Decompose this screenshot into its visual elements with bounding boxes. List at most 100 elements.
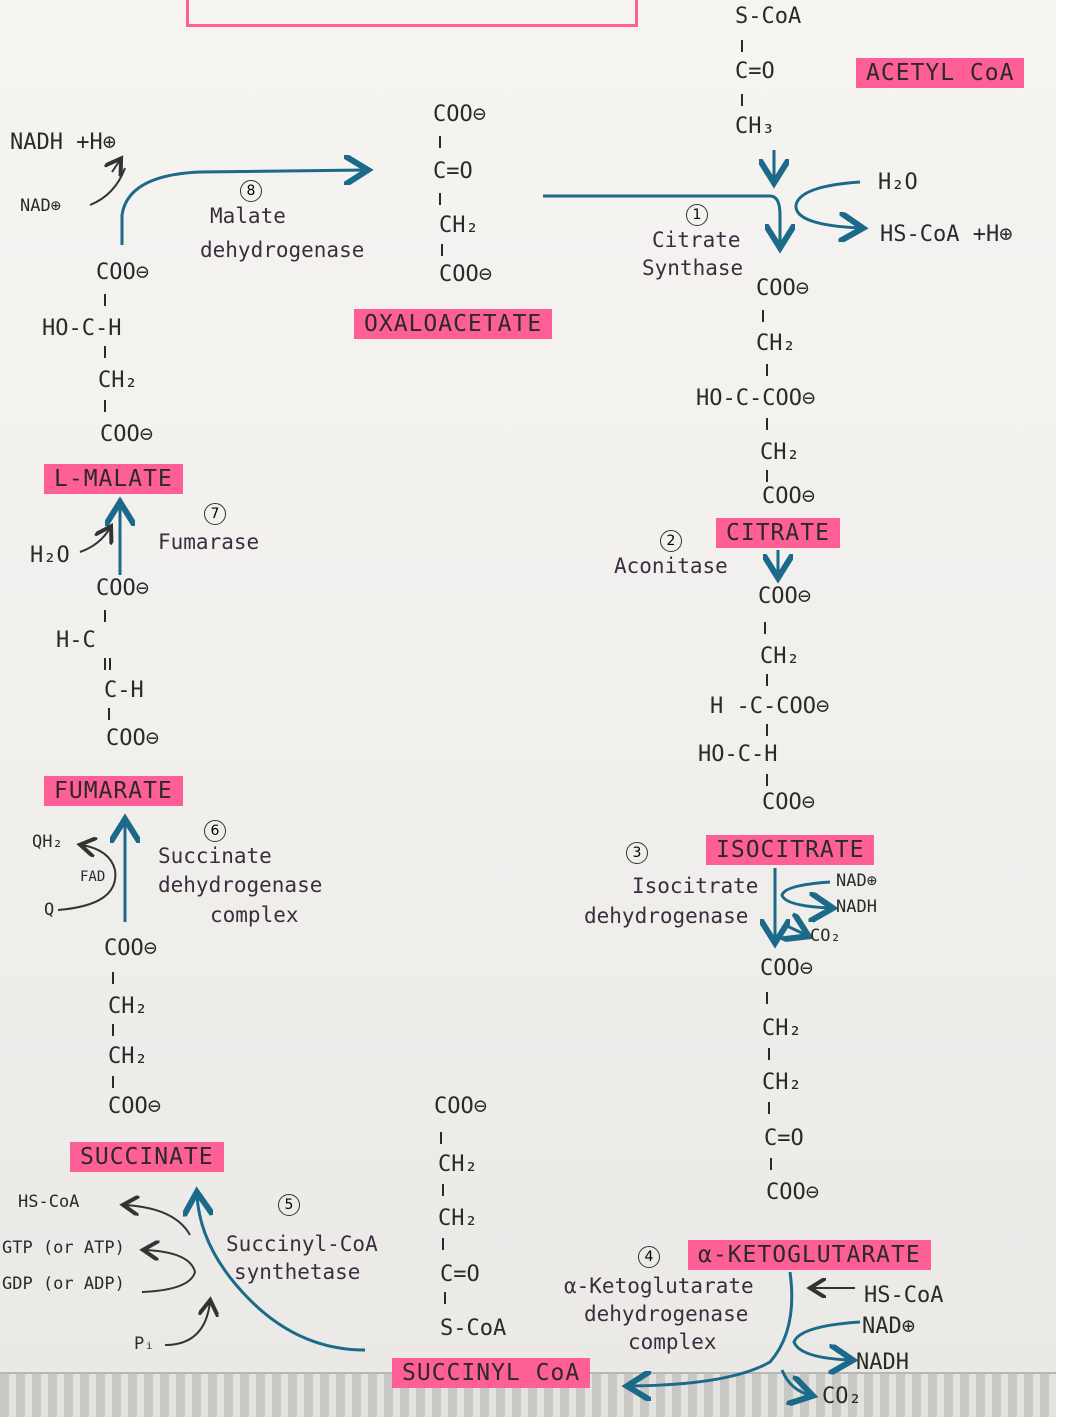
oaa-atom-2: C=O [433,159,473,184]
succoa-atom-1: COO⊖ [434,1094,487,1119]
enzyme-aconitase: Aconitase [614,554,728,578]
acetyl-atom-2: C=O [735,59,775,84]
bond [766,774,768,786]
step-number-8: 8 [240,180,262,202]
malate-atom-1: COO⊖ [96,260,149,285]
akg-atom-3: CH₂ [762,1070,802,1095]
bond [766,674,768,686]
cofactor-nadh-akg: NADH [856,1350,909,1375]
enzyme-succinate-dh-line1: Succinate [158,844,272,868]
cofactor-hscoa-left: HS-CoA [18,1192,80,1212]
oaa-atom-1: COO⊖ [433,102,486,127]
bond [762,310,764,322]
bond [440,1132,442,1144]
label-a-ketoglutarate: α-KETOGLUTARATE [688,1240,931,1270]
bond [768,1102,770,1114]
step-number-1: 1 [686,204,708,226]
cofactor-pi: Pᵢ [134,1334,155,1354]
cofactor-gdp: GDP (or ADP) [2,1274,125,1294]
fumarate-atom-1: COO⊖ [96,576,149,601]
citrate-atom-1: COO⊖ [756,276,809,301]
bond [439,193,441,205]
succinate-atom-2: CH₂ [108,994,148,1019]
arrow-fad-q [57,845,117,911]
arrow-oxaloacetate-to-citrate [543,194,780,245]
double-bond [109,658,111,670]
label-citrate: CITRATE [716,518,840,548]
citrate-atom-3: HO-C-COO⊖ [696,386,816,411]
bond [766,364,768,376]
bond [104,346,106,358]
isocitrate-atom-1: COO⊖ [758,584,811,609]
succoa-atom-2: CH₂ [438,1152,478,1177]
cofactor-co2-akg: CO₂ [822,1384,862,1409]
akg-atom-4: C=O [764,1126,804,1151]
bond [104,400,106,412]
bond [766,992,768,1004]
malate-atom-2: HO-C-H [42,316,122,341]
bond [768,1048,770,1060]
enzyme-succinate-dh-line2: dehydrogenase [158,873,323,897]
cofactor-h2o-left: H₂O [30,543,70,568]
arrow-h2o-in-fumarase [79,528,110,553]
succinate-atom-1: COO⊖ [104,936,157,961]
fumarate-atom-3: C-H [104,678,144,703]
arrow-nadh-head [112,160,120,172]
step-number-5: 5 [278,1194,300,1216]
isocitrate-atom-2: CH₂ [760,644,800,669]
step-number-2: 2 [660,530,682,552]
akg-atom-2: CH₂ [762,1016,802,1041]
bond [104,610,106,622]
arrow-h2o-in-hscoa-out [794,180,860,228]
bond [439,136,441,148]
enzyme-akg-dh-line2: dehydrogenase [584,1302,749,1326]
bond [108,708,110,720]
bond [741,94,743,106]
succinate-atom-4: COO⊖ [108,1094,161,1119]
enzyme-akg-dh-line1: α-Ketoglutarate [564,1274,754,1298]
bond [112,1076,114,1088]
bond [444,1292,446,1304]
enzyme-malate-dh-line1: Malate [210,204,286,228]
bond [112,972,114,984]
enzyme-succinate-dh-line3: complex [210,903,299,927]
acetyl-atom-3: CH₃ [735,114,775,139]
cofactor-co2-iso: CO₂ [810,926,841,946]
cofactor-q: Q [44,900,55,920]
bond [766,724,768,736]
isocitrate-atom-3: H -C-COO⊖ [710,694,830,719]
bond [766,470,768,482]
label-succinate: SUCCINATE [70,1142,224,1172]
fumarate-atom-2: H-C [56,628,96,653]
label-isocitrate: ISOCITRATE [706,835,875,865]
label-acetyl-coa: ACETYL CoA [856,58,1025,88]
enzyme-succinyl-coa-synthetase-line2: synthetase [234,1260,361,1284]
arrow-nad-nadh-iso [780,880,830,908]
enzyme-akg-dh-line3: complex [628,1330,717,1354]
cofactor-nad-top: NAD⊕ [20,196,61,216]
bond [442,1238,444,1250]
step-number-4: 4 [638,1246,660,1268]
citrate-atom-2: CH₂ [756,331,796,356]
succoa-atom-3: CH₂ [438,1206,478,1231]
arrow-hscoa-out [125,1205,191,1236]
page-edge [1056,0,1066,1415]
bond [741,40,743,52]
akg-atom-1: COO⊖ [760,956,813,981]
enzyme-malate-dh-line2: dehydrogenase [200,238,365,262]
cofactor-hscoa-akg: HS-CoA [864,1283,944,1308]
succoa-atom-5: S-CoA [440,1316,507,1341]
fumarate-atom-4: COO⊖ [106,726,159,751]
cofactor-nadh-iso: NADH [836,897,877,917]
oaa-atom-4: COO⊖ [439,262,492,287]
arrow-co2-iso [785,925,806,935]
cofactor-hscoa-h: HS-CoA +H⊕ [880,222,1013,247]
isocitrate-atom-4: HO-C-H [698,742,778,767]
citrate-atom-4: CH₂ [760,440,800,465]
enzyme-isocitrate-dh-line1: Isocitrate [632,874,759,898]
cofactor-fad: FAD [80,869,106,885]
bond [766,418,768,430]
label-l-malate: L-MALATE [44,464,183,494]
akg-atom-5: COO⊖ [766,1180,819,1205]
arrow-gdp-gtp [142,1250,197,1293]
